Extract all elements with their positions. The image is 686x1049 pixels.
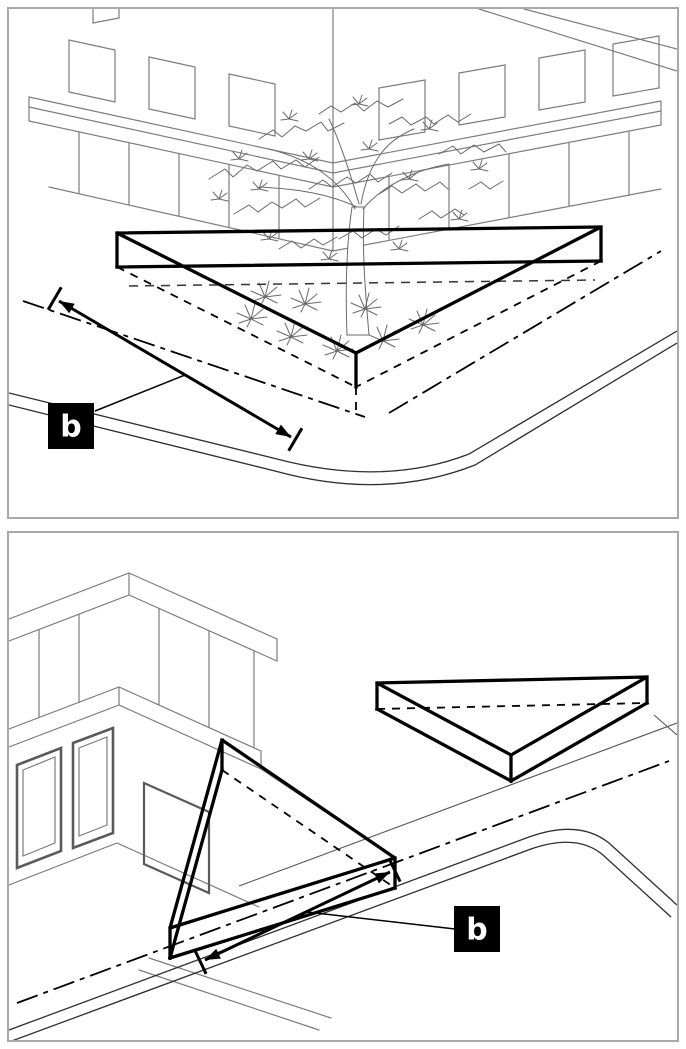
dimension-label-box [454,906,500,952]
midblock-sight-triangles-illustration: b [9,572,677,1040]
dimension-label: b [60,410,81,445]
dimension-arrowhead [59,301,75,314]
sight-prism-hidden-edges [116,260,602,411]
sight-triangle-prism [115,225,603,389]
dimension-b: b [193,857,500,975]
dimension-arrowhead [205,948,221,960]
label-leader-line [94,374,186,412]
dimension-arrowhead [275,424,291,437]
side-building [9,572,340,1031]
label-leader-line [306,911,456,930]
dimension-b: b [46,286,304,452]
street-centerline [16,760,670,1004]
dimension-label-box [48,403,94,449]
street-edges [238,714,677,887]
dimension-label: b [466,913,487,948]
near-sight-triangle-prism [167,738,398,961]
figure-midblock-sight-triangles: b [7,531,679,1042]
dimension-arrowhead [374,872,390,884]
far-sight-triangle-prism [374,675,650,784]
property-line [128,279,596,287]
figure-corner-sight-triangle: b [7,7,679,519]
shrubs [236,280,440,360]
curb-lines [9,330,677,486]
corner-sight-triangle-illustration: b [9,9,677,486]
street-centerlines [22,250,662,418]
curb-lines [9,828,677,1040]
corner-building [28,9,677,252]
